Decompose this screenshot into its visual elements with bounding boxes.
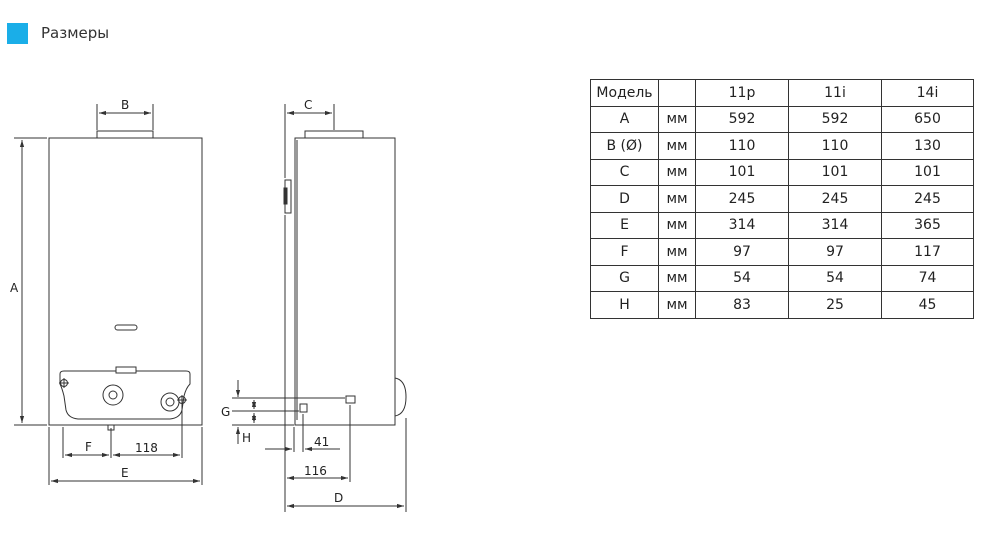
table-cell: A — [590, 105, 659, 133]
table-cell: мм — [658, 185, 696, 213]
table-row: C мм 101 101 101 — [590, 158, 974, 186]
table-cell: 245 — [881, 185, 974, 213]
table-cell: 97 — [788, 238, 882, 266]
table-cell: 245 — [788, 185, 882, 213]
table-cell: 54 — [695, 264, 789, 292]
table-cell: 245 — [695, 185, 789, 213]
heater-body-front — [48, 137, 203, 426]
table-cell: 650 — [881, 105, 974, 133]
table-header-cell: 11p — [695, 79, 789, 107]
table-row: A мм 592 592 650 — [590, 105, 974, 133]
table-row: E мм 314 314 365 — [590, 211, 974, 239]
table-cell: H — [590, 291, 659, 319]
knob-center-right — [165, 397, 175, 407]
label-h: H — [242, 431, 251, 445]
table-cell: 101 — [695, 158, 789, 186]
label-116: 116 — [304, 464, 327, 478]
label-g: G — [221, 405, 230, 419]
flue-outlet-side — [304, 130, 364, 139]
label-118: 118 — [135, 441, 158, 455]
table-cell: F — [590, 238, 659, 266]
table-cell: 45 — [881, 291, 974, 319]
control-panel — [59, 366, 191, 420]
table-cell: мм — [658, 105, 696, 133]
table-row: G мм 54 54 74 — [590, 264, 974, 292]
table-cell: 110 — [695, 132, 789, 160]
label-b: B — [121, 98, 129, 112]
side-view — [232, 104, 407, 512]
table-cell: E — [590, 211, 659, 239]
section-header: Размеры — [7, 22, 109, 44]
label-f: F — [85, 440, 92, 454]
front-view — [14, 104, 203, 485]
table-cell: 592 — [788, 105, 882, 133]
control-knob-left — [102, 384, 124, 406]
label-41: 41 — [314, 435, 329, 449]
table-row: B (Ø) мм 110 110 130 — [590, 132, 974, 160]
table-row: D мм 245 245 245 — [590, 185, 974, 213]
table-cell: 25 — [788, 291, 882, 319]
table-header-cell: 11i — [788, 79, 882, 107]
control-knob-right — [160, 392, 180, 412]
label-a: A — [10, 281, 19, 295]
dimensions-table: Модель 11p 11i 14i A мм 592 592 650 B (Ø… — [590, 79, 974, 319]
table-header-cell: 14i — [881, 79, 974, 107]
table-cell: D — [590, 185, 659, 213]
viewing-window — [114, 324, 138, 331]
label-d: D — [334, 491, 343, 505]
label-e: E — [121, 466, 129, 480]
table-header-cell: Модель — [590, 79, 659, 107]
table-header-row: Модель 11p 11i 14i — [590, 79, 974, 107]
table-cell: 365 — [881, 211, 974, 239]
knob-center-left — [108, 390, 118, 400]
table-cell: мм — [658, 238, 696, 266]
table-cell: мм — [658, 264, 696, 292]
section-marker-icon — [7, 22, 28, 44]
table-cell: 101 — [881, 158, 974, 186]
table-cell: C — [590, 158, 659, 186]
table-cell: 130 — [881, 132, 974, 160]
table-cell: 117 — [881, 238, 974, 266]
table-cell: мм — [658, 291, 696, 319]
label-c: C — [304, 98, 312, 112]
table-cell: мм — [658, 158, 696, 186]
table-cell: G — [590, 264, 659, 292]
table-cell: мм — [658, 132, 696, 160]
table-cell: 54 — [788, 264, 882, 292]
section-title: Размеры — [41, 24, 110, 42]
water-connection-side — [345, 395, 356, 404]
table-cell: мм — [658, 211, 696, 239]
table-cell: 314 — [788, 211, 882, 239]
table-cell: 97 — [695, 238, 789, 266]
table-cell: 101 — [788, 158, 882, 186]
brand-plate — [115, 366, 137, 374]
table-cell: 592 — [695, 105, 789, 133]
table-cell: 83 — [695, 291, 789, 319]
table-cell: 110 — [788, 132, 882, 160]
table-row: H мм 83 25 45 — [590, 291, 974, 319]
table-header-cell — [658, 79, 696, 107]
side-knob-profile — [394, 377, 407, 417]
heater-body-side — [294, 137, 396, 426]
table-cell: B (Ø) — [590, 132, 659, 160]
dimensions-drawing: A B F 118 E C G H 41 116 D — [10, 98, 407, 512]
gas-connection-side — [299, 403, 308, 413]
table-cell: 314 — [695, 211, 789, 239]
table-cell: 74 — [881, 264, 974, 292]
flue-outlet-front — [96, 130, 154, 139]
table-row: F мм 97 97 117 — [590, 238, 974, 266]
